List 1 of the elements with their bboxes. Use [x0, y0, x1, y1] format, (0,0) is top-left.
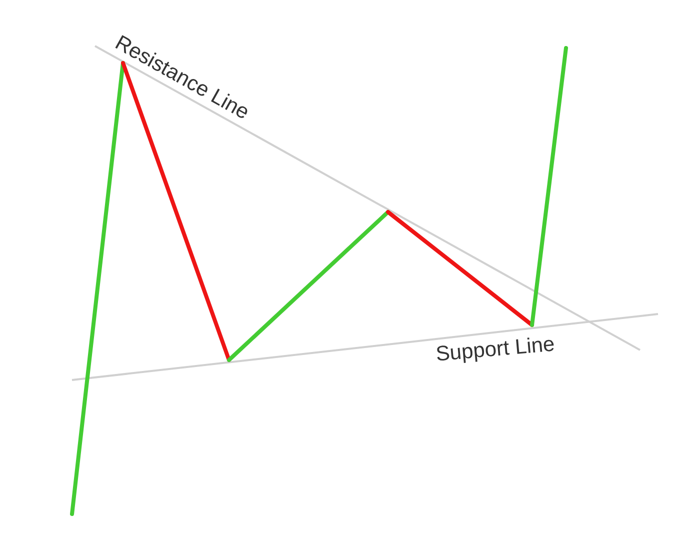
line-label: Support Line: [435, 334, 556, 365]
